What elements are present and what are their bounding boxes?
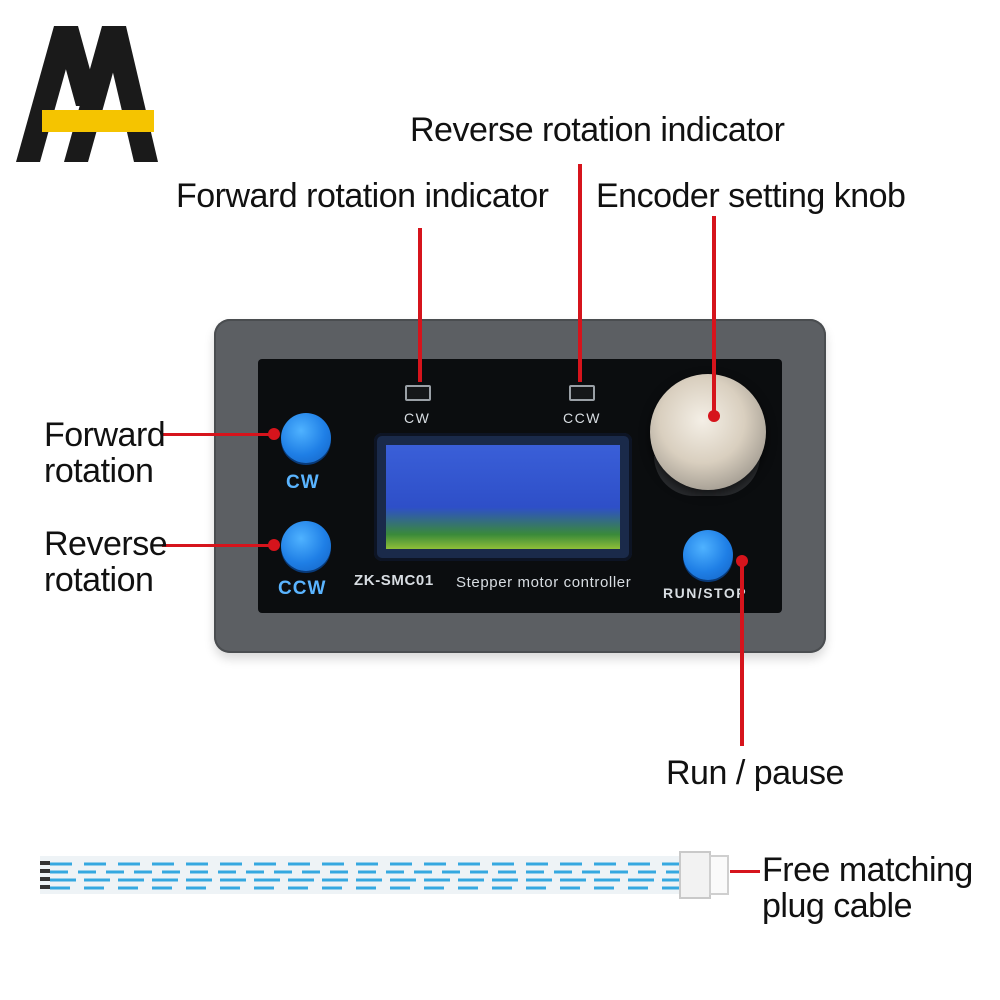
run-stop-label: RUN/STOP — [663, 585, 748, 601]
cw-indicator-label: CW — [404, 410, 431, 426]
run-pause-leader — [740, 560, 744, 746]
reverse-rotation-callout-line1: Reverse — [44, 525, 168, 563]
brand-logo — [16, 26, 158, 162]
ccw-indicator-label: CCW — [563, 410, 601, 426]
model-description: Stepper motor controller — [456, 574, 632, 591]
cw-button-label: CW — [286, 472, 320, 493]
run-pause-pointer-dot — [736, 555, 748, 567]
reverse-rotation-leader — [162, 544, 274, 547]
ccw-button[interactable] — [281, 521, 331, 571]
model-number: ZK-SMC01 — [354, 572, 434, 589]
ccw-button-label: CCW — [278, 578, 327, 599]
run-stop-button[interactable] — [683, 530, 733, 580]
encoder-knob-pointer-dot — [708, 410, 720, 422]
reverse-rotation-callout-line2: rotation — [44, 561, 154, 599]
cw-button[interactable] — [281, 413, 331, 463]
cable-leader — [730, 870, 760, 873]
encoder-knob-leader — [712, 216, 716, 416]
reverse-indicator-callout: Reverse rotation indicator — [410, 111, 785, 149]
lcd-screen — [374, 433, 632, 561]
forward-rotation-pointer-dot — [268, 428, 280, 440]
forward-rotation-callout-line1: Forward — [44, 416, 166, 454]
forward-rotation-callout-line2: rotation — [44, 452, 154, 490]
ccw-indicator-led — [569, 385, 595, 401]
cable-callout-line1: Free matching — [762, 851, 973, 889]
run-pause-callout: Run / pause — [666, 754, 844, 792]
encoder-knob[interactable] — [650, 374, 766, 490]
forward-indicator-leader — [418, 228, 422, 382]
encoder-knob-callout: Encoder setting knob — [596, 177, 906, 215]
reverse-rotation-pointer-dot — [268, 539, 280, 551]
reverse-indicator-leader — [578, 164, 582, 382]
forward-indicator-callout: Forward rotation indicator — [176, 177, 549, 215]
cw-indicator-led — [405, 385, 431, 401]
cable-callout-line2: plug cable — [762, 887, 913, 925]
forward-rotation-leader — [162, 433, 274, 436]
ribbon-cable-image — [40, 851, 729, 899]
lcd-display-area — [386, 445, 620, 549]
